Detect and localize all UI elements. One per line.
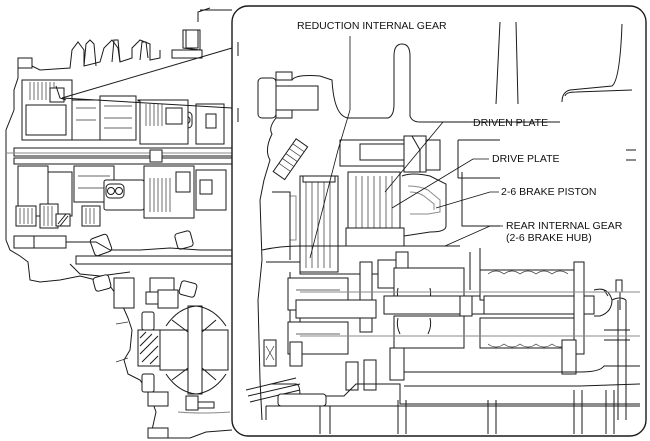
front-clutch-pack xyxy=(21,79,73,141)
label-brake-piston: 2-6 BRAKE PISTON xyxy=(501,186,597,198)
callout-rear-internal-gear: REAR INTERNAL GEAR (2-6 BRAKE HUB) xyxy=(444,220,623,247)
callout-brake-piston: 2-6 BRAKE PISTON xyxy=(435,186,597,209)
detail-enlarged-drawing xyxy=(237,21,641,434)
leader-driven-plate xyxy=(384,121,470,193)
overview-right-clutch xyxy=(137,99,189,145)
callout-drive-plate: DRIVE PLATE xyxy=(391,153,560,209)
main-shaft xyxy=(6,147,233,165)
zoom-connector-lines xyxy=(61,47,233,109)
differential xyxy=(137,305,229,439)
leader-rear-internal-gear xyxy=(444,225,503,247)
label-reduction-internal-gear: REDUCTION INTERNAL GEAR xyxy=(297,20,447,32)
callout-driven-plate: DRIVEN PLATE xyxy=(384,117,548,193)
callout-reduction-internal-gear: REDUCTION INTERNAL GEAR xyxy=(297,20,447,259)
detail-view-frame xyxy=(231,5,647,437)
overview-section-drawing xyxy=(5,7,233,439)
leader-brake-piston xyxy=(435,191,499,209)
label-driven-plate: DRIVEN PLATE xyxy=(473,117,548,129)
label-rear-internal-gear-sub: (2-6 BRAKE HUB) xyxy=(506,232,592,244)
leader-drive-plate xyxy=(391,158,489,209)
brake-clutch-pack xyxy=(345,171,405,247)
leader-reduction-internal-gear xyxy=(309,36,351,259)
label-drive-plate: DRIVE PLATE xyxy=(492,153,560,165)
label-rear-internal-gear: REAR INTERNAL GEAR xyxy=(506,220,623,232)
planetary-pinions xyxy=(287,261,595,355)
